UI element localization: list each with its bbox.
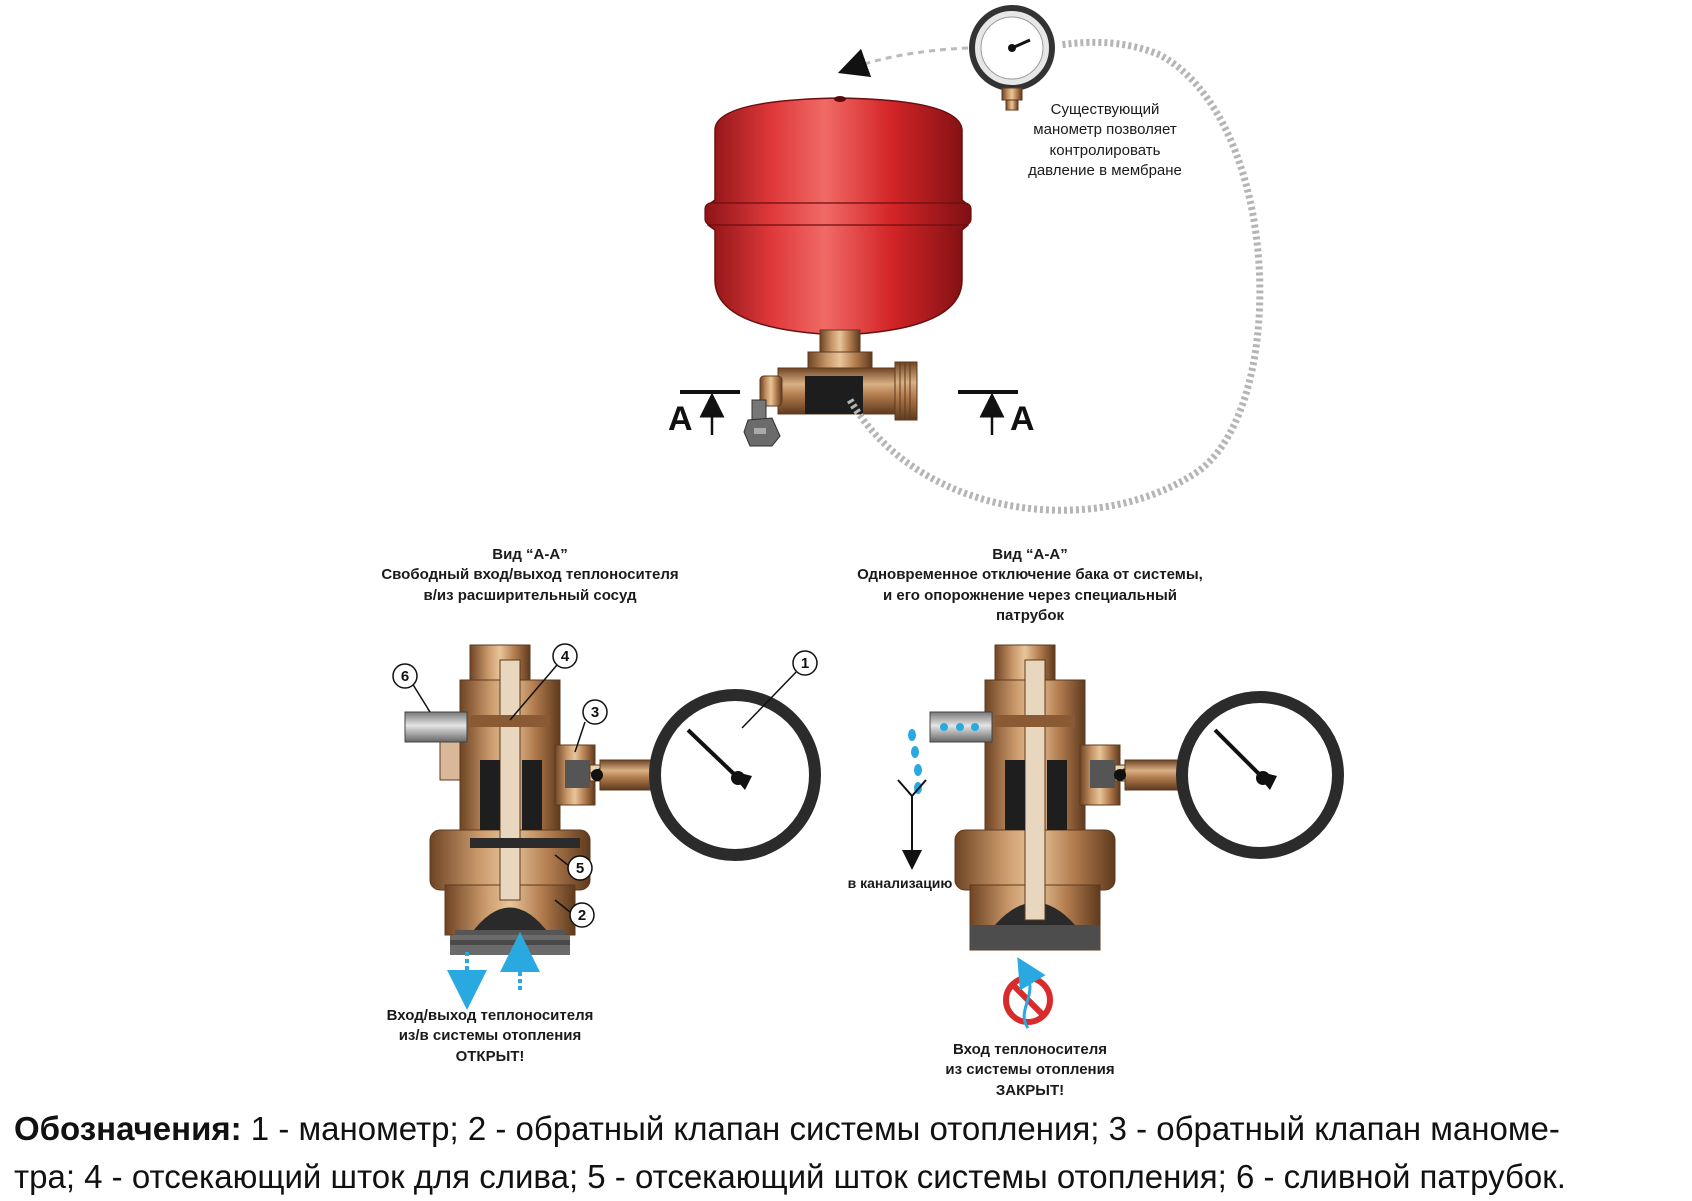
capillary-hose: [846, 38, 1264, 514]
legend-text-1: 1 - манометр; 2 - обратный клапан систем…: [250, 1110, 1560, 1147]
callout-1-label: 1: [801, 655, 809, 672]
callout-4: 4: [509, 643, 578, 721]
hose-indicator-arrow: [837, 46, 969, 78]
section-view-open: [404, 644, 640, 1010]
callout-3-label: 3: [591, 704, 599, 721]
drain-key-icon: [743, 399, 781, 447]
callout-4-label: 4: [561, 648, 570, 665]
legend-line-2: тра; 4 - отсекающий шток для слива; 5 - …: [14, 1158, 1566, 1195]
expansion-tank: [704, 96, 972, 336]
pressure-gauge-right-icon: [1114, 691, 1344, 859]
section-label-left: A: [668, 400, 693, 438]
flow-blocked-icon: [1003, 957, 1053, 1029]
callout-3: 3: [574, 699, 608, 753]
callouts: 1 2 3 4 5 6: [392, 643, 818, 928]
pressure-gauge-left-icon: [591, 689, 821, 861]
callout-5-label: 5: [576, 860, 584, 877]
view-left-title: Вид “A-A” Свободный вход/выход теплоноси…: [381, 546, 679, 604]
legend: Обозначения: 1 - манометр; 2 - обратный …: [14, 1105, 1682, 1201]
drain-funnel-icon: [897, 779, 927, 870]
view-left-caption: Вход/выход теплоносителя из/в системы от…: [386, 1007, 594, 1065]
legend-line-1: Обозначения: 1 - манометр; 2 - обратный …: [14, 1105, 1682, 1153]
thread-ridges: [899, 362, 911, 420]
callout-1: 1: [741, 650, 818, 729]
water-drops-icon: [908, 729, 922, 794]
callout-2-label: 2: [578, 907, 586, 924]
callout-2: 2: [554, 899, 595, 928]
view-right-title: Вид “A-A” Одновременное отключение бака …: [857, 546, 1203, 624]
legend-heading: Обозначения:: [14, 1110, 242, 1147]
callout-6: 6: [392, 663, 431, 713]
shutoff-valve: [743, 329, 918, 447]
section-label-right: A: [1010, 400, 1035, 438]
section-marker-right: [958, 390, 1018, 435]
drain-label: в канализацию: [847, 875, 953, 891]
section-marker-left: [680, 390, 740, 435]
callout-5: 5: [554, 854, 593, 881]
callout-6-label: 6: [401, 668, 409, 685]
section-view-closed: [897, 644, 1160, 1029]
gauge-note: Существующий манометр позволяет контроли…: [1028, 101, 1182, 179]
pressure-gauge-small-icon: [969, 5, 1055, 111]
view-right-caption: Вход теплоносителя из системы отопления …: [945, 1041, 1115, 1099]
